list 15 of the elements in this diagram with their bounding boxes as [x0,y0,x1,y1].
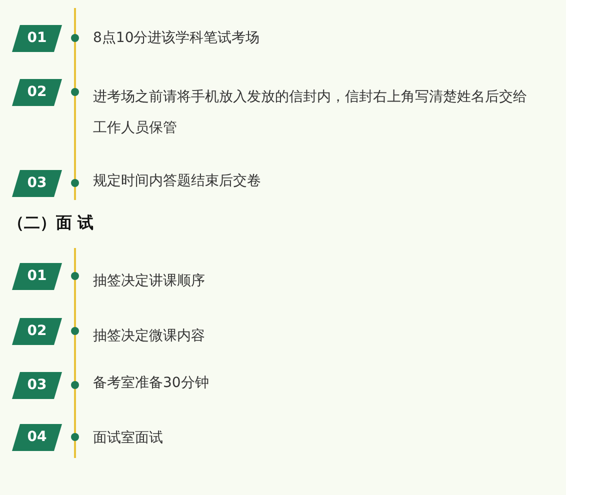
number-badge: 03 [12,170,62,197]
step-description: 抽签决定讲课顺序 [93,272,206,291]
number-badge: 02 [12,318,62,345]
section-heading: （二）面 试 [8,213,94,234]
number-badge: 01 [12,25,62,52]
step-description: 进考场之前请将手机放入发放的信封内，信封右上角写清楚姓名后交给工作人员保管 [93,88,528,138]
number-badge: 01 [12,263,62,290]
step-description: 8点10分进该学科笔试考场 [93,29,261,48]
number-badge: 03 [12,372,62,399]
step-description: 备考室准备30分钟 [93,374,210,393]
number-badge: 02 [12,79,62,106]
step-description: 规定时间内答题结束后交卷 [93,172,262,191]
step-description: 抽签决定微课内容 [93,327,206,346]
step-description: 面试室面试 [93,429,164,448]
number-badge: 04 [12,424,62,451]
